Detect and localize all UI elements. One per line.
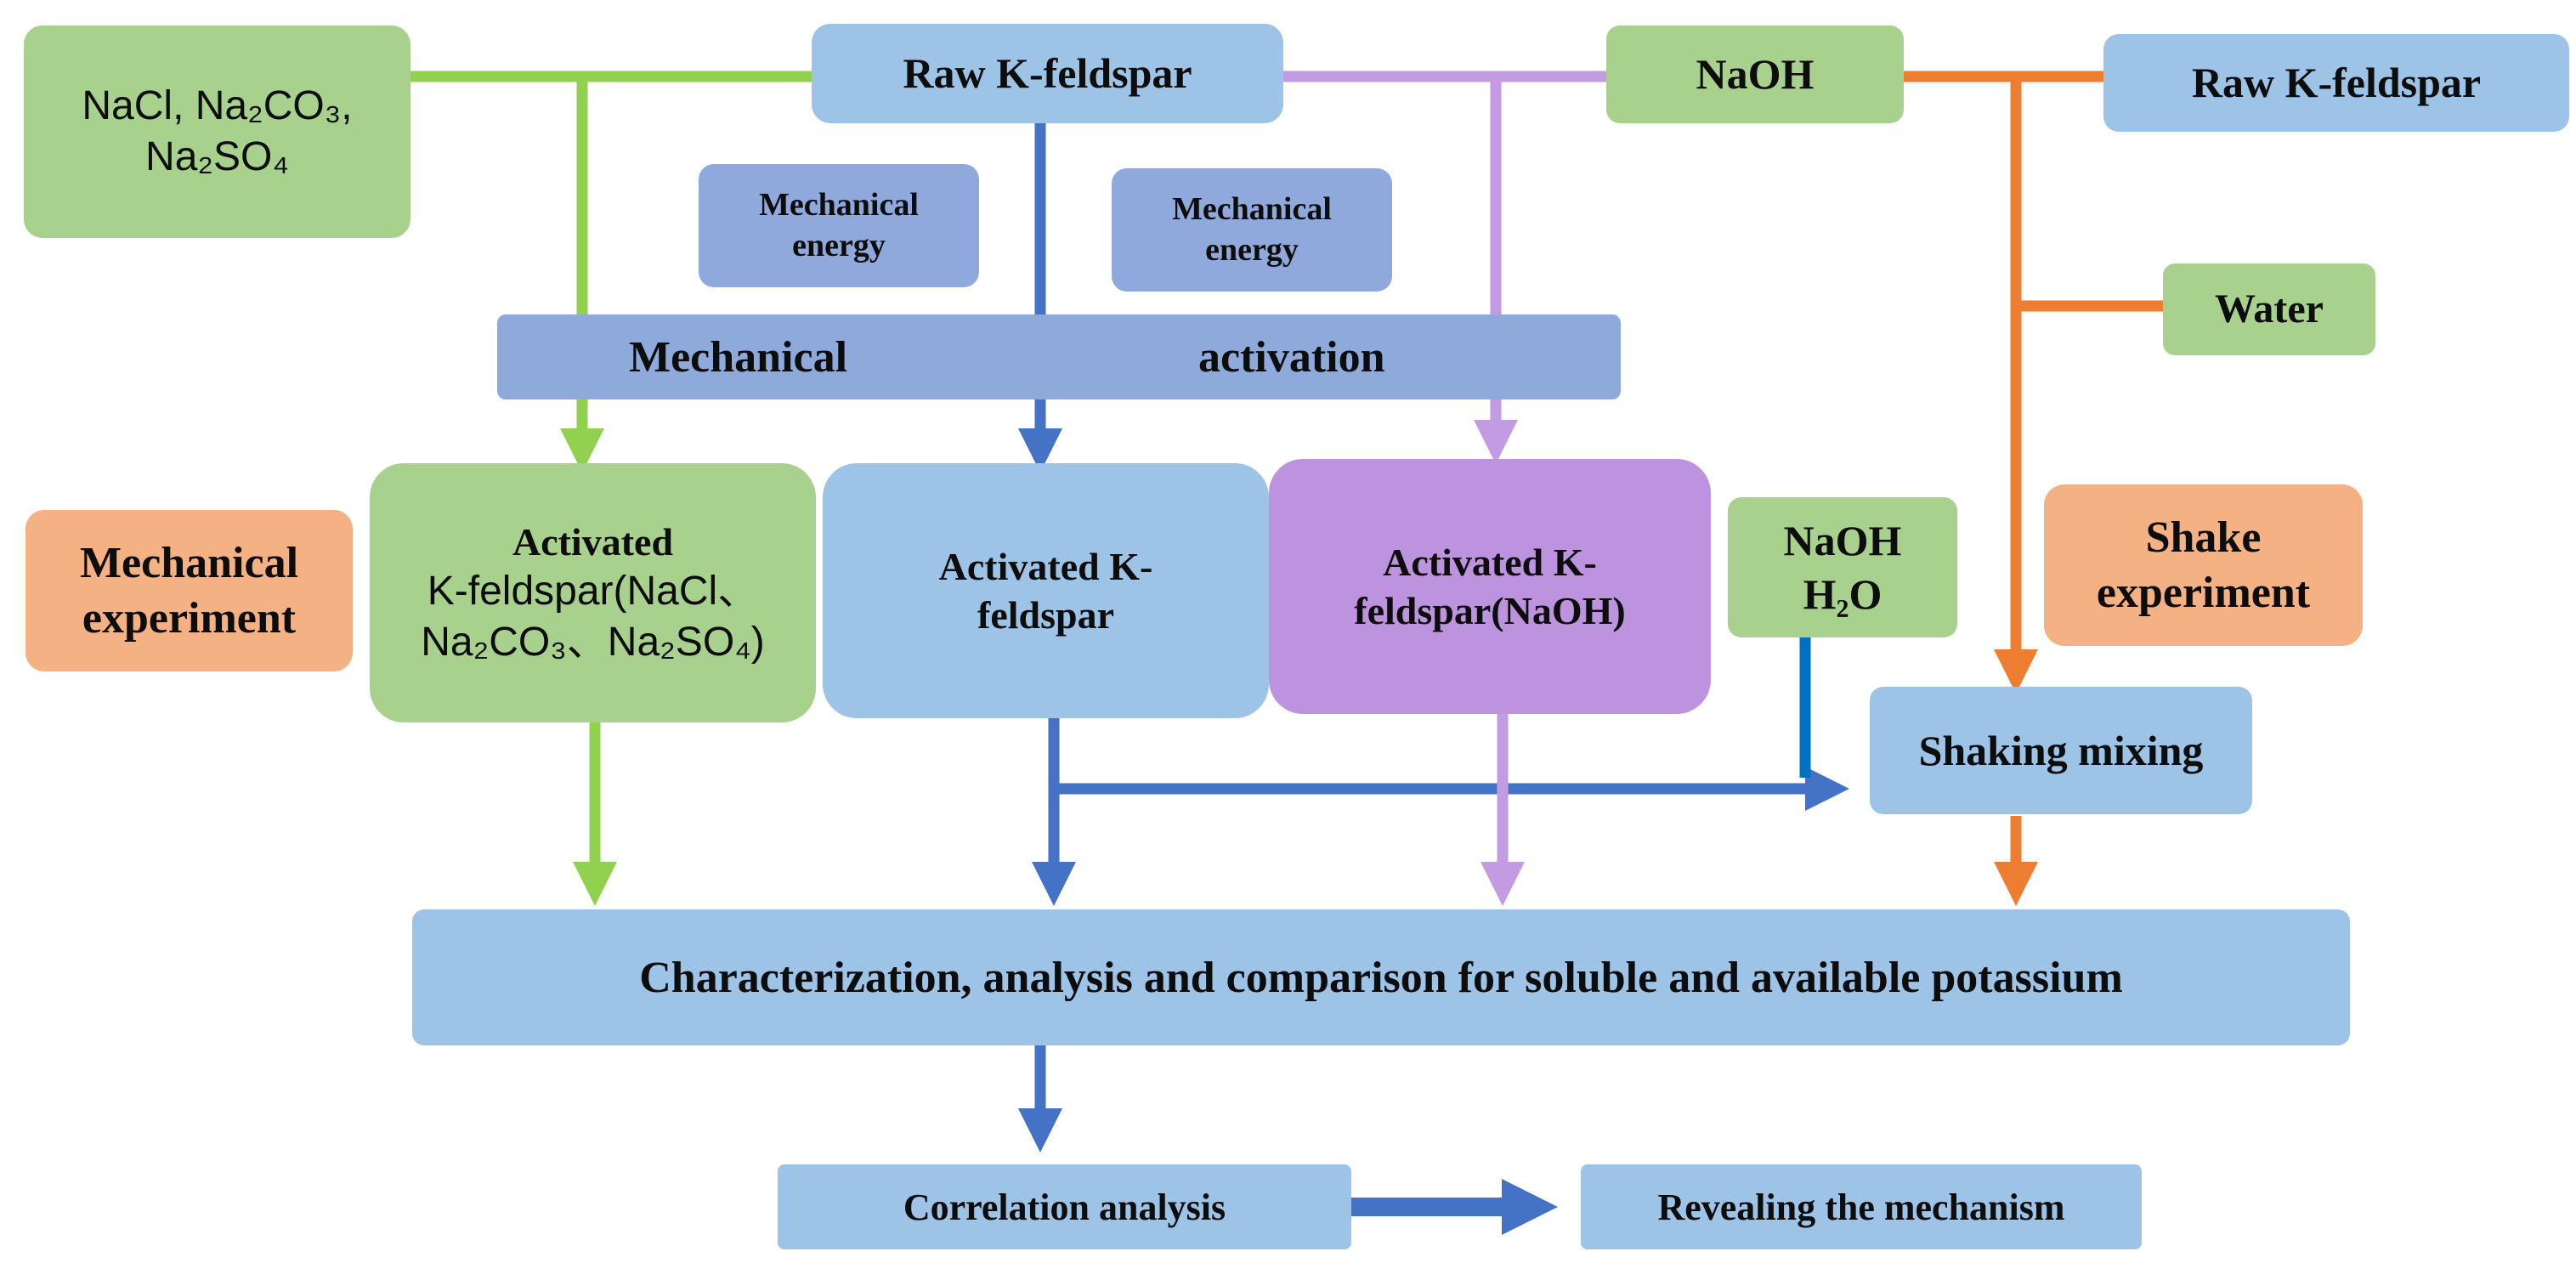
activated-naoh-box: Activated K- feldspar(NaOH) bbox=[1269, 459, 1711, 714]
activated-salts-box: Activated K-feldspar(NaCl、 Na₂CO₃、Na₂SO₄… bbox=[370, 463, 816, 722]
revealing-mechanism-label: Revealing the mechanism bbox=[1657, 1186, 2065, 1228]
water-input-label: Water bbox=[2215, 286, 2324, 331]
mechanical-experiment-line1: Mechanical bbox=[79, 539, 299, 587]
shake-experiment-line1: Shake bbox=[2145, 513, 2262, 562]
activation-word2: activation bbox=[1198, 332, 1385, 382]
activated-salts-line1: Activated bbox=[512, 519, 674, 564]
activated-plain-line1: Activated K- bbox=[938, 544, 1153, 588]
mechanical-energy-right-line2: energy bbox=[1205, 231, 1299, 268]
activated-salts-line3: Na₂CO₃、Na₂SO₄) bbox=[421, 620, 765, 665]
naoh-water-reagent-box: NaOH H₂O bbox=[1728, 497, 1957, 637]
naoh-input-label: NaOH bbox=[1696, 50, 1815, 99]
activated-naoh-line1: Activated K- bbox=[1383, 540, 1597, 584]
water-input-box: Water bbox=[2163, 263, 2375, 355]
characterization-box: Characterization, analysis and compariso… bbox=[412, 909, 2350, 1045]
revealing-mechanism-box: Revealing the mechanism bbox=[1581, 1164, 2142, 1249]
raw-feldspar-box: Raw K-feldspar bbox=[812, 24, 1283, 123]
mechanical-energy-right-line1: Mechanical bbox=[1172, 191, 1332, 227]
raw-feldspar-label: Raw K-feldspar bbox=[903, 49, 1192, 98]
naoh-input-box: NaOH bbox=[1606, 25, 1904, 123]
activation-word1: Mechanical bbox=[629, 332, 848, 382]
activated-plain-box: Activated K- feldspar bbox=[823, 463, 1269, 718]
activated-plain-line2: feldspar bbox=[977, 593, 1114, 637]
activated-naoh-line2: feldspar(NaOH) bbox=[1354, 589, 1626, 632]
mechanical-experiment-line2: experiment bbox=[82, 594, 297, 643]
raw-feldspar-label-2: Raw K-feldspar bbox=[2191, 59, 2482, 107]
salts-input-line1: NaCl, Na₂CO₃, bbox=[82, 83, 353, 128]
correlation-analysis-label: Correlation analysis bbox=[903, 1186, 1226, 1228]
shaking-mixing-label: Shaking mixing bbox=[1918, 726, 2204, 774]
activated-salts-line2: K-feldspar(NaCl、 bbox=[427, 569, 759, 615]
salts-input-box: NaCl, Na₂CO₃, Na₂SO₄ bbox=[24, 25, 410, 238]
shake-experiment-box: Shake experiment bbox=[2044, 484, 2363, 646]
mechanical-energy-left-line2: energy bbox=[792, 227, 886, 263]
reagent-line1: NaOH bbox=[1783, 517, 1902, 564]
mechanical-experiment-box: Mechanical experiment bbox=[25, 510, 353, 671]
characterization-label: Characterization, analysis and compariso… bbox=[639, 953, 2123, 1002]
shaking-mixing-box: Shaking mixing bbox=[1870, 687, 2252, 814]
reagent-line2: H₂O bbox=[1803, 569, 1882, 618]
mechanical-energy-left-line1: Mechanical bbox=[759, 187, 919, 223]
mechanical-energy-box-left: Mechanical energy bbox=[699, 164, 979, 287]
correlation-analysis-box: Correlation analysis bbox=[778, 1164, 1351, 1249]
mechanical-activation-band: Mechanical activation bbox=[497, 314, 1621, 399]
mechanical-energy-box-right: Mechanical energy bbox=[1112, 168, 1392, 292]
shake-experiment-line2: experiment bbox=[2096, 569, 2311, 617]
salts-input-line2: Na₂SO₄ bbox=[145, 134, 289, 179]
raw-feldspar-box-2: Raw K-feldspar bbox=[2103, 34, 2569, 132]
